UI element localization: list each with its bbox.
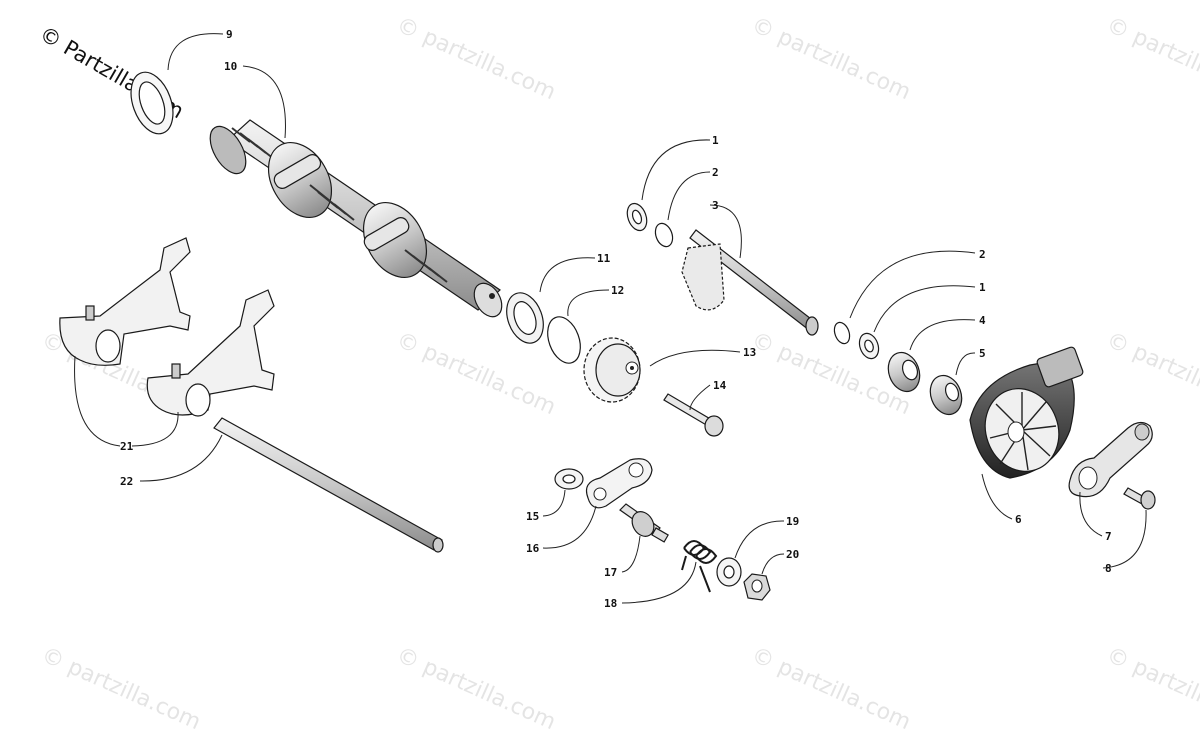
watermark: © partzilla.com	[1103, 643, 1200, 736]
callout-9: 9	[226, 28, 233, 41]
part-6-gear-sensor	[969, 346, 1084, 479]
callout-13: 13	[743, 346, 756, 359]
part-5-bushing	[929, 374, 963, 416]
part-9-washer	[130, 71, 174, 135]
callout-6: 6	[1015, 513, 1022, 526]
callout-22: 22	[120, 475, 133, 488]
part-11-seal	[506, 292, 544, 344]
part-1-washer-upper	[626, 202, 648, 232]
callout-labels: 9 10 11 12 13 14 1 2 3 2 1 4 5 6 7 8 15 …	[120, 28, 1112, 610]
watermark: © partzilla.com	[393, 643, 560, 736]
callout-10: 10	[224, 60, 237, 73]
part-3-shift-shaft	[681, 229, 819, 336]
callout-20: 20	[786, 548, 799, 561]
callout-21: 21	[120, 440, 134, 453]
part-19-washer	[716, 557, 742, 587]
watermark: © partzilla.com	[38, 643, 205, 736]
watermark: © partzilla.com	[748, 13, 915, 106]
callout-5: 5	[979, 347, 986, 360]
callout-14: 14	[713, 379, 727, 392]
part-18-spring	[681, 540, 718, 593]
callout-17: 17	[604, 566, 617, 579]
callout-1-upper: 1	[712, 134, 719, 147]
part-21-shift-fork-b	[146, 289, 275, 417]
watermark: © partzilla.com	[393, 13, 560, 106]
callout-19: 19	[786, 515, 799, 528]
part-20-nut	[743, 573, 771, 601]
part-4-bearing	[887, 351, 921, 393]
callout-12: 12	[611, 284, 624, 297]
part-12-o-ring	[547, 316, 581, 364]
watermark: © partzilla.com	[1103, 328, 1200, 421]
part-14-bolt	[663, 393, 724, 437]
callout-18: 18	[604, 597, 617, 610]
callout-11: 11	[597, 252, 611, 265]
callout-2-upper: 2	[712, 166, 719, 179]
part-2-clip-upper	[654, 222, 674, 248]
callout-4: 4	[979, 314, 986, 327]
leader-lines	[74, 33, 1147, 604]
part-10-shift-drum	[209, 119, 503, 318]
part-22-fork-shaft	[213, 417, 444, 553]
callout-1-lower: 1	[979, 281, 986, 294]
part-7-shift-lever	[1068, 421, 1153, 498]
callout-15: 15	[526, 510, 539, 523]
part-16-arm-plate	[585, 458, 653, 509]
callout-3: 3	[712, 199, 719, 212]
watermark: © partzilla.com	[748, 643, 915, 736]
watermark: © partzilla.com	[1103, 13, 1200, 106]
part-15-washer	[554, 468, 584, 490]
part-21-shift-fork-a	[59, 237, 191, 366]
callout-8: 8	[1105, 562, 1112, 575]
part-17-pin	[619, 503, 669, 543]
callout-7: 7	[1105, 530, 1112, 543]
part-8-bolt	[1123, 487, 1156, 510]
part-13-gear	[583, 337, 641, 403]
callout-16: 16	[526, 542, 540, 555]
callout-2-lower: 2	[979, 248, 986, 261]
part-1-washer-lower	[858, 332, 880, 360]
part-2-clip-lower	[833, 321, 851, 345]
